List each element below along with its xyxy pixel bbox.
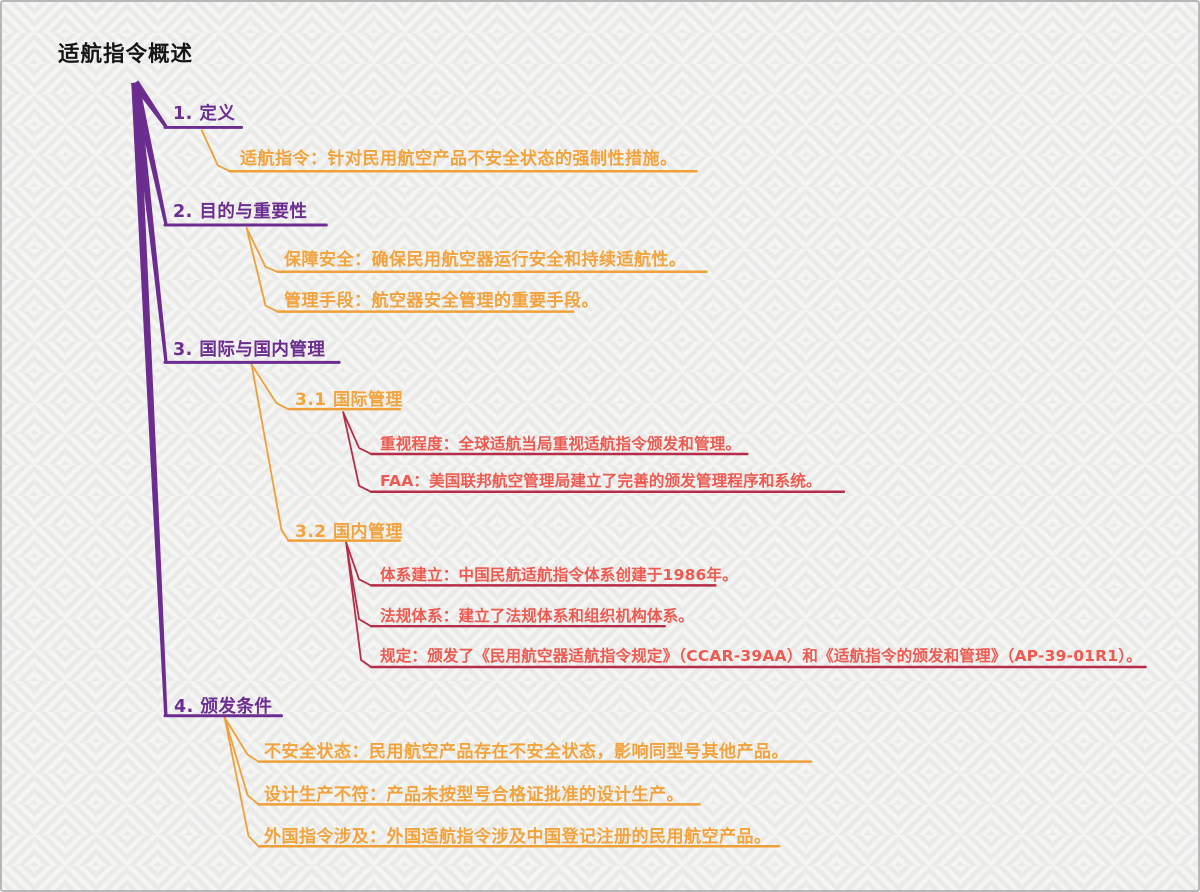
link-foreign-directive — [223, 716, 260, 848]
leaf-regulations[interactable]: 规定：颁发了《民用航空器适航指令规定》（CCAR-39AA）和《适航指令的颁发和… — [380, 647, 1142, 665]
leaf-management-means[interactable]: 管理手段：航空器安全管理的重要手段。 — [284, 291, 599, 311]
subtopic-international-management[interactable]: 3.1 国际管理 — [295, 390, 404, 410]
leaf-definition-detail[interactable]: 适航指令：针对民用航空产品不安全状态的强制性措施。 — [240, 149, 678, 169]
link-global-attention — [342, 411, 372, 455]
leaf-foreign-directive[interactable]: 外国指令涉及：外国适航指令涉及中国登记注册的民用航空产品。 — [264, 827, 772, 847]
leaf-faa[interactable]: FAA：美国联邦航空管理局建立了完善的颁发管理程序和系统。 — [380, 472, 822, 490]
subtopic-domestic-management[interactable]: 3.2 国内管理 — [295, 522, 404, 542]
branch-management[interactable]: 3. 国际与国内管理 — [173, 340, 326, 360]
link-safety-assurance — [245, 227, 279, 273]
node-underlines-level3 — [369, 452, 1147, 669]
leaf-unsafe-condition[interactable]: 不安全状态：民用航空产品存在不安全状态，影响同型号其他产品。 — [264, 742, 789, 762]
trunk-links — [131, 80, 168, 716]
link-regulation-system — [345, 541, 372, 628]
leaf-design-nonconformity[interactable]: 设计生产不符：产品未按型号合格证批准的设计生产。 — [264, 785, 684, 805]
node-underlines-level2 — [228, 169, 813, 848]
leaf-system-establishment[interactable]: 体系建立：中国民航适航指令体系创建于1986年。 — [380, 566, 738, 584]
link-faa — [342, 411, 372, 493]
leaf-safety-assurance[interactable]: 保障安全：确保民用航空器运行安全和持续适航性。 — [284, 250, 687, 270]
link-regulations — [345, 541, 372, 668]
link-international-management — [250, 363, 290, 411]
root-topic[interactable]: 适航指令概述 — [58, 42, 194, 67]
branch-issuing-conditions[interactable]: 4. 颁发条件 — [174, 697, 273, 717]
link-design-nonconformity — [223, 716, 260, 806]
link-system-establishment — [345, 541, 372, 587]
trunk-link-conditions — [131, 82, 168, 716]
node-underlines-level1 — [163, 125, 341, 718]
leaf-global-attention[interactable]: 重视程度：全球适航当局重视适航指令颁发和管理。 — [380, 435, 742, 453]
link-domestic-management — [250, 363, 290, 542]
link-unsafe-condition — [223, 716, 260, 763]
link-definition-detail — [200, 129, 231, 173]
level3-links — [342, 411, 372, 668]
leaf-regulation-system[interactable]: 法规体系：建立了法规体系和组织机构体系。 — [380, 607, 695, 625]
level2-links — [200, 129, 290, 848]
branch-purpose[interactable]: 2. 目的与重要性 — [173, 202, 308, 222]
link-management-means — [245, 227, 279, 313]
branch-definition[interactable]: 1. 定义 — [173, 104, 236, 124]
